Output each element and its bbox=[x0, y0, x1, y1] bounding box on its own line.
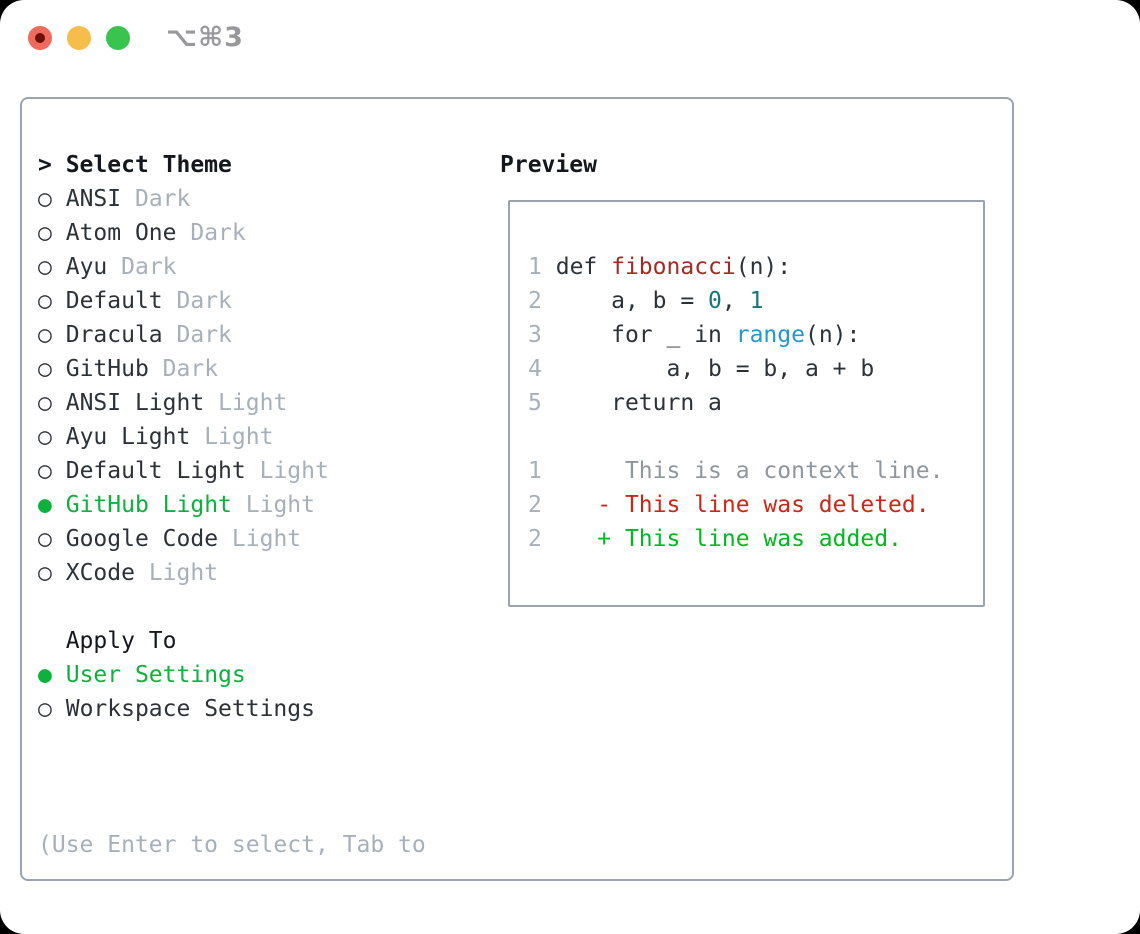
preview-title: Preview bbox=[500, 152, 597, 178]
diff-line-added: 2 + This line was added. bbox=[528, 526, 902, 552]
radio-icon: ○ bbox=[38, 288, 52, 314]
theme-option-default[interactable]: ○ Default Dark bbox=[38, 284, 329, 318]
theme-variant: Light bbox=[148, 560, 219, 586]
code-line: 1 def fibonacci(n): bbox=[528, 254, 792, 280]
line-number: 2 bbox=[528, 492, 542, 518]
theme-variant: Light bbox=[204, 424, 274, 450]
code-line: 4 a, b = b, a + b bbox=[528, 356, 875, 382]
radio-icon: ○ bbox=[38, 254, 52, 280]
window-title: ⌥⌘3 bbox=[166, 22, 244, 53]
theme-variant: Light bbox=[218, 390, 288, 416]
radio-icon: ○ bbox=[38, 424, 52, 450]
code-line: 2 a, b = 0, 1 bbox=[528, 288, 764, 314]
theme-option-ansi[interactable]: ○ ANSI Dark bbox=[38, 182, 329, 216]
theme-option-github-light[interactable]: ● GitHub Light Light bbox=[38, 488, 329, 522]
theme-name: Dracula bbox=[65, 322, 163, 348]
theme-name: GitHub bbox=[65, 356, 149, 382]
line-number: 3 bbox=[528, 322, 542, 348]
radio-selected-icon: ● bbox=[38, 662, 52, 688]
minimize-button[interactable] bbox=[67, 26, 91, 50]
code-line: 3 for _ in range(n): bbox=[528, 322, 861, 348]
theme-name: Default Light bbox=[65, 458, 246, 484]
theme-variant: Dark bbox=[121, 254, 177, 280]
theme-variant: Dark bbox=[176, 322, 232, 348]
help-line-1: (Use Enter to select, Tab to bbox=[38, 832, 426, 858]
code-blank-row bbox=[528, 420, 983, 454]
theme-option-dracula[interactable]: ○ Dracula Dark bbox=[38, 318, 329, 352]
help-text: (Use Enter to select, Tab to change focu… bbox=[38, 760, 426, 934]
radio-icon: ○ bbox=[38, 526, 52, 552]
theme-name: Ayu bbox=[65, 254, 108, 280]
line-number: 2 bbox=[528, 288, 542, 314]
theme-option-ansi-light[interactable]: ○ ANSI Light Light bbox=[38, 386, 329, 420]
theme-option-ayu[interactable]: ○ Ayu Dark bbox=[38, 250, 329, 284]
diff-line-context: 1 This is a context line. bbox=[528, 458, 944, 484]
theme-variant: Dark bbox=[162, 356, 219, 382]
radio-icon: ○ bbox=[38, 220, 52, 246]
radio-icon: ○ bbox=[38, 696, 52, 722]
theme-menu: > Select Theme○ ANSI Dark○ Atom One Dark… bbox=[38, 148, 329, 590]
theme-name: XCode bbox=[65, 560, 135, 586]
radio-icon: ○ bbox=[38, 356, 52, 382]
theme-variant: Light bbox=[231, 526, 302, 552]
apply-option-user-settings[interactable]: ● User Settings bbox=[38, 658, 315, 692]
line-number: 1 bbox=[528, 458, 542, 484]
theme-variant: Dark bbox=[134, 186, 191, 212]
theme-name: Ayu Light bbox=[65, 424, 191, 450]
radio-icon: ○ bbox=[38, 560, 52, 586]
theme-option-default-light[interactable]: ○ Default Light Light bbox=[38, 454, 329, 488]
line-number: 2 bbox=[528, 526, 542, 552]
theme-variant: Light bbox=[259, 458, 329, 484]
theme-variant: Light bbox=[245, 492, 315, 518]
apply-to-menu: Apply To● User Settings○ Workspace Setti… bbox=[38, 624, 315, 726]
focus-caret-icon: > bbox=[38, 152, 66, 178]
theme-option-google-code[interactable]: ○ Google Code Light bbox=[38, 522, 329, 556]
theme-name: GitHub Light bbox=[65, 492, 232, 518]
line-number: 5 bbox=[528, 390, 542, 416]
diff-line-deleted: 2 - This line was deleted. bbox=[528, 492, 930, 518]
theme-menu-header: > Select Theme bbox=[38, 148, 329, 182]
apply-to-header: Apply To bbox=[38, 624, 315, 658]
theme-option-atom-one[interactable]: ○ Atom One Dark bbox=[38, 216, 329, 250]
zoom-button[interactable] bbox=[106, 26, 130, 50]
code-preview: 1 def fibonacci(n): 2 a, b = 0, 1 3 for _ … bbox=[510, 202, 983, 605]
apply-option-label: User Settings bbox=[65, 662, 246, 688]
apply-to-title: Apply To bbox=[65, 628, 177, 654]
code-blank-row bbox=[528, 216, 983, 250]
apply-option-workspace-settings[interactable]: ○ Workspace Settings bbox=[38, 692, 315, 726]
theme-name: Default bbox=[65, 288, 163, 314]
radio-selected-icon: ● bbox=[38, 492, 52, 518]
line-number: 4 bbox=[528, 356, 542, 382]
main-panel: > Select Theme○ ANSI Dark○ Atom One Dark… bbox=[20, 97, 1014, 881]
preview-box: 1 def fibonacci(n): 2 a, b = 0, 1 3 for _ … bbox=[508, 200, 985, 607]
code-line: 5 return a bbox=[528, 390, 722, 416]
theme-name: Atom One bbox=[65, 220, 177, 246]
theme-option-ayu-light[interactable]: ○ Ayu Light Light bbox=[38, 420, 329, 454]
theme-name: Google Code bbox=[65, 526, 219, 552]
radio-icon: ○ bbox=[38, 390, 52, 416]
radio-icon: ○ bbox=[38, 186, 52, 212]
theme-menu-title: Select Theme bbox=[65, 152, 232, 178]
radio-icon: ○ bbox=[38, 322, 52, 348]
theme-name: ANSI bbox=[65, 186, 122, 212]
theme-variant: Dark bbox=[176, 288, 232, 314]
apply-option-label: Workspace Settings bbox=[65, 696, 315, 722]
theme-variant: Dark bbox=[190, 220, 246, 246]
radio-icon: ○ bbox=[38, 458, 52, 484]
help-line-2: change focus) bbox=[38, 930, 426, 934]
theme-option-xcode[interactable]: ○ XCode Light bbox=[38, 556, 329, 590]
line-number: 1 bbox=[528, 254, 542, 280]
theme-name: ANSI Light bbox=[65, 390, 205, 416]
close-button[interactable] bbox=[28, 26, 52, 50]
theme-option-github[interactable]: ○ GitHub Dark bbox=[38, 352, 329, 386]
